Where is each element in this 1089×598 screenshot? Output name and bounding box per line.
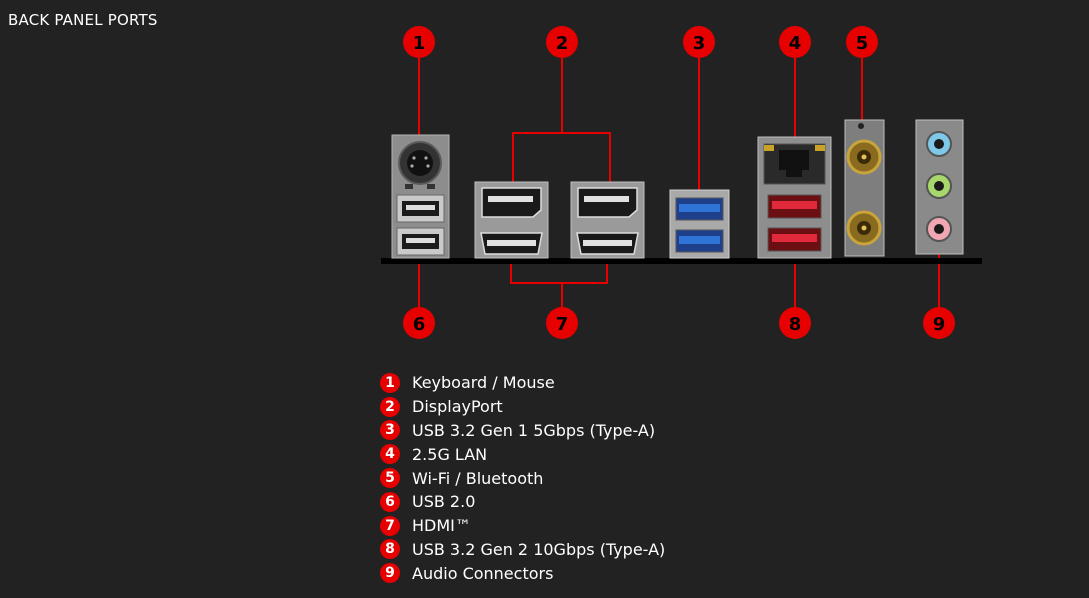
legend-number: 5 bbox=[380, 468, 400, 489]
badge-5: 5 bbox=[846, 26, 878, 58]
svg-text:1: 1 bbox=[413, 33, 426, 54]
legend-label: USB 3.2 Gen 1 5Gbps (Type-A) bbox=[412, 420, 656, 440]
svg-text:7: 7 bbox=[556, 314, 569, 335]
legend-label: HDMI™ bbox=[412, 516, 471, 536]
legend-item: 2 DisplayPort bbox=[380, 395, 665, 419]
io-shield-base bbox=[381, 258, 982, 264]
svg-text:4: 4 bbox=[789, 33, 802, 54]
badge-4: 4 bbox=[779, 26, 811, 58]
legend-item: 8 USB 3.2 Gen 2 10Gbps (Type-A) bbox=[380, 538, 665, 562]
legend-number: 4 bbox=[380, 444, 400, 465]
legend-item: 1 Keyboard / Mouse bbox=[380, 371, 665, 395]
svg-text:5: 5 bbox=[856, 33, 869, 54]
svg-text:9: 9 bbox=[933, 314, 946, 335]
legend-item: 5 Wi-Fi / Bluetooth bbox=[380, 466, 665, 490]
legend-item: 7 HDMI™ bbox=[380, 514, 665, 538]
badge-3: 3 bbox=[683, 26, 715, 58]
legend-number: 6 bbox=[380, 491, 400, 512]
legend-item: 3 USB 3.2 Gen 1 5Gbps (Type-A) bbox=[380, 419, 665, 443]
legend-label: USB 2.0 bbox=[412, 492, 476, 512]
svg-text:6: 6 bbox=[413, 314, 426, 335]
leader-lines bbox=[418, 58, 940, 308]
legend-item: 6 USB 2.0 bbox=[380, 490, 665, 514]
legend-item: 4 2.5G LAN bbox=[380, 442, 665, 466]
dp-hdmi-stack-left bbox=[474, 181, 549, 259]
legend-number: 7 bbox=[380, 515, 400, 536]
legend-label: Keyboard / Mouse bbox=[412, 373, 555, 393]
svg-text:3: 3 bbox=[693, 33, 706, 54]
badge-7: 7 bbox=[546, 307, 578, 339]
badge-9: 9 bbox=[923, 307, 955, 339]
legend-label: USB 3.2 Gen 2 10Gbps (Type-A) bbox=[412, 539, 666, 559]
legend-number: 3 bbox=[380, 420, 400, 441]
legend-number: 2 bbox=[380, 396, 400, 417]
wifi-antenna-bracket bbox=[844, 119, 885, 257]
dp-hdmi-stack-right bbox=[570, 181, 645, 259]
legend-label: DisplayPort bbox=[412, 397, 503, 417]
badge-8: 8 bbox=[779, 307, 811, 339]
svg-text:8: 8 bbox=[789, 314, 802, 335]
svg-text:2: 2 bbox=[556, 33, 569, 54]
legend-number: 8 bbox=[380, 539, 400, 560]
badge-1: 1 bbox=[403, 26, 435, 58]
ps2-usb2-stack bbox=[391, 134, 450, 259]
badge-2: 2 bbox=[546, 26, 578, 58]
legend-number: 1 bbox=[380, 372, 400, 393]
audio-jack-stack bbox=[915, 119, 964, 255]
legend-label: Audio Connectors bbox=[412, 563, 554, 583]
usb-3-gen1-stack bbox=[669, 189, 730, 259]
legend-number: 9 bbox=[380, 563, 400, 584]
legend-label: Wi-Fi / Bluetooth bbox=[412, 468, 544, 488]
legend-label: 2.5G LAN bbox=[412, 444, 488, 464]
page-title: BACK PANEL PORTS bbox=[8, 11, 158, 29]
legend-item: 9 Audio Connectors bbox=[380, 561, 665, 585]
lan-usb-gen2-stack bbox=[757, 136, 832, 259]
badge-6: 6 bbox=[403, 307, 435, 339]
